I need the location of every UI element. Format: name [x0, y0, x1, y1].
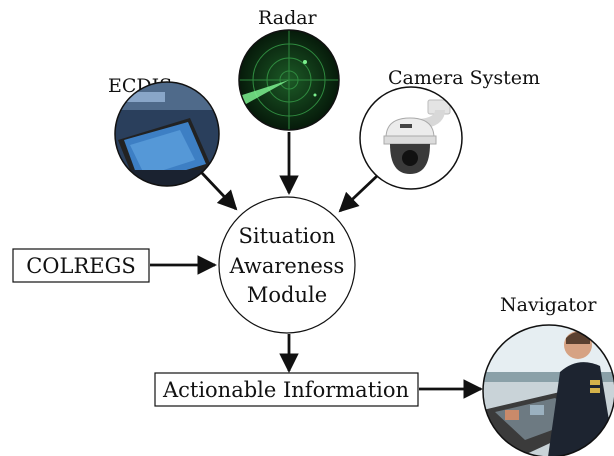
camera-frame [359, 86, 463, 190]
actionable-information-box [154, 372, 419, 407]
navigator-label: Navigator [500, 294, 597, 316]
radar-scope-icon [239, 30, 339, 130]
arrow-ecdis-to-module [199, 171, 238, 211]
ecdis-frame [114, 81, 220, 187]
camera-label: Camera System [388, 67, 540, 89]
radar-label: Radar [258, 7, 318, 29]
ecdis-node: ECDIS [108, 75, 220, 187]
radar-frame [238, 29, 340, 131]
navigator-frame [482, 324, 614, 456]
module-line-1: Situation [239, 224, 336, 248]
radar-node: Radar [238, 7, 340, 131]
connectors [150, 132, 483, 399]
colregs-label: COLREGS [26, 254, 136, 278]
camera-node: Camera System [359, 67, 540, 190]
colregs-node: COLREGS [12, 248, 150, 283]
module-circle [218, 196, 356, 334]
module-line-2: Awareness [229, 254, 345, 278]
module-line-3: Module [247, 283, 327, 307]
actionable-information-node: Actionable Information [154, 372, 419, 407]
actionable-information-label: Actionable Information [162, 378, 409, 402]
navigator-node: Navigator [482, 294, 614, 456]
colregs-box [12, 248, 150, 283]
situation-awareness-module: Situation Awareness Module [218, 196, 356, 334]
dome-camera-icon [360, 87, 462, 189]
arrow-camera-to-module [338, 174, 378, 213]
